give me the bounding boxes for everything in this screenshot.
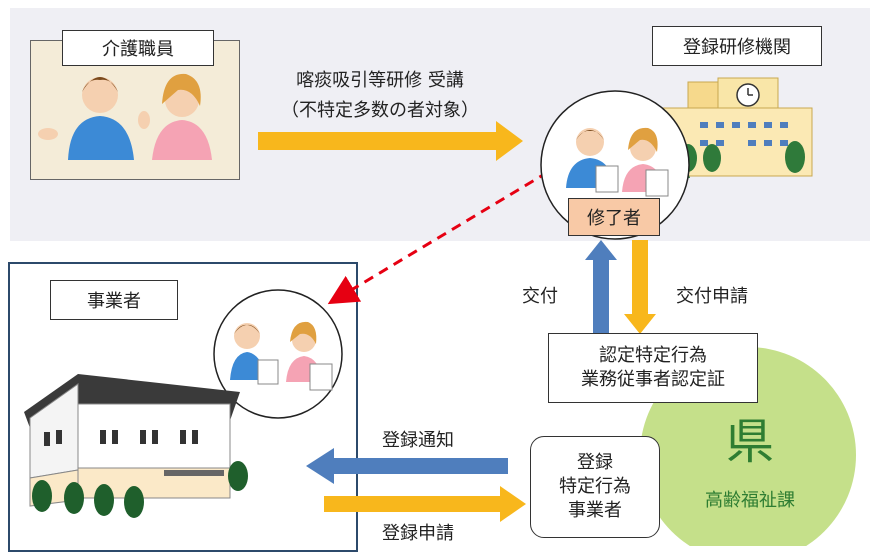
registered-operator-box: 登録 特定行為 事業者 xyxy=(530,436,660,538)
registration-application-arrow xyxy=(324,486,526,522)
prefecture-department: 高齢福祉課 xyxy=(705,490,795,511)
certification-card-line1: 認定特定行為 xyxy=(599,344,707,366)
issuance-label: 交付 xyxy=(522,286,558,307)
registration-notice-arrow xyxy=(306,448,508,484)
care-staff-illustration xyxy=(38,73,212,160)
prefecture-kanji: 県 xyxy=(725,414,774,470)
graduate-label: 修了者 xyxy=(568,198,660,236)
issuance-application-arrow xyxy=(624,240,656,334)
registration-notice-label: 登録通知 xyxy=(382,430,454,451)
care-facility-house-illustration xyxy=(24,374,248,518)
training-course-line1: 喀痰吸引等研修 受講 xyxy=(296,70,464,91)
registration-application-label: 登録申請 xyxy=(382,523,454,544)
graduate-to-operator-arrow xyxy=(327,170,549,305)
registered-operator-line1: 登録 xyxy=(577,451,613,473)
certification-card-line2: 業務従事者認定証 xyxy=(581,369,725,390)
training-course-line2: （不特定多数の者対象） xyxy=(281,100,479,121)
training-course-text: 喀痰吸引等研修 受講 （不特定多数の者対象） xyxy=(245,66,515,122)
registered-operator-line3: 事業者 xyxy=(568,500,622,522)
registered-operator-line2: 特定行為 xyxy=(559,475,631,497)
certified-staff-illustration xyxy=(213,289,343,419)
business-operator-label: 事業者 xyxy=(50,280,178,320)
issuance-arrow xyxy=(585,240,617,334)
training-arrow xyxy=(258,121,523,161)
issuance-application-label: 交付申請 xyxy=(676,286,748,307)
certification-card: 認定特定行為 業務従事者認定証 xyxy=(548,333,758,403)
care-staff-label: 介護職員 xyxy=(62,30,214,66)
training-institution-label: 登録研修機関 xyxy=(652,26,822,66)
